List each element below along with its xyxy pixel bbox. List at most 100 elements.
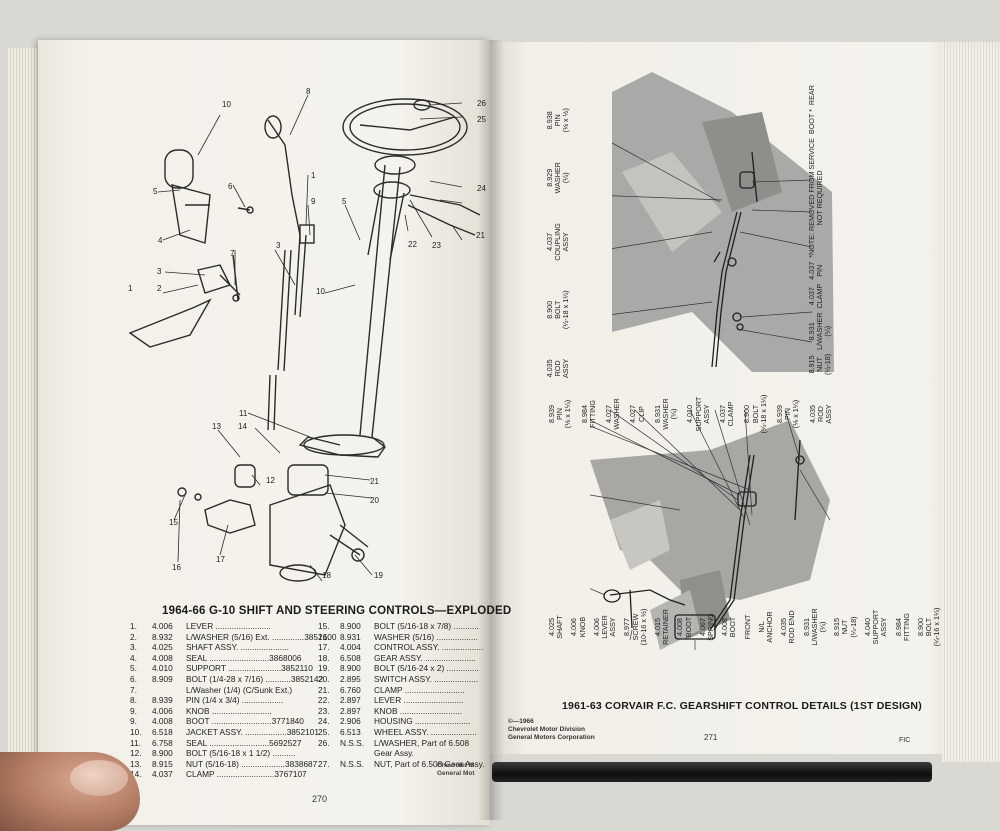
parts-part: 5692527 [269, 737, 302, 748]
parts-num: 10. [130, 726, 142, 737]
parts-pn: 8.900 [340, 621, 361, 631]
part-label-line: BOOT [728, 616, 738, 638]
right-page-title: 1961-63 CORVAIR F.C. GEARSHIFT CONTROL D… [562, 700, 922, 712]
left-page [38, 40, 490, 825]
right-page-number: 271 [704, 733, 718, 742]
parts-pn: 6.760 [340, 684, 361, 695]
callout-1b: 1 [128, 284, 133, 293]
part-label-line: CLAMP [815, 283, 825, 309]
parts-part: 3838687 [284, 758, 318, 769]
parts-pn: 2.897 [340, 705, 361, 716]
part-label-line: (10-16 x ½) [638, 608, 648, 646]
parts-num: 16. [318, 631, 330, 642]
part-label-line: FITTING [587, 400, 597, 428]
parts-part: 3852110 [281, 663, 313, 674]
parts-pn: 8.931 [340, 631, 361, 642]
steering-drawing-svg [128, 94, 481, 582]
parts-pn: 8.900 [152, 748, 173, 759]
parts-row: 26.N.S.S.L/WASHER, Part of 6.508 [318, 738, 485, 749]
callout-19: 19 [374, 571, 383, 580]
parts-num: 22. [318, 695, 330, 706]
parts-desc: SWITCH ASSY. ................... [374, 673, 479, 684]
part-label-line: KNOB [577, 616, 587, 638]
callout-12: 12 [266, 476, 275, 485]
callout-20: 20 [370, 496, 379, 505]
callout-5b: 5 [342, 197, 347, 206]
parts-desc: PIN (1/4 x 3/4) .................. [186, 695, 284, 706]
parts-pn: 8.915 [152, 758, 173, 769]
corner-note-line-2: General Mot [437, 770, 475, 777]
left-page-number: 270 [312, 794, 328, 804]
parts-pn: 2.897 [340, 695, 361, 706]
parts-desc: CONTROL ASSY. .................. [374, 642, 484, 653]
parts-pn: 4.037 [152, 769, 173, 780]
part-label-line: (¼-18) [848, 616, 858, 638]
part-label-line: WASHER [612, 398, 622, 430]
callout-14: 14 [238, 422, 247, 431]
parts-pn: 4.010 [152, 663, 173, 674]
gearshift-upper-drawing [591, 72, 834, 372]
parts-desc: L/WASHER (5/16) Ext. .............. [186, 631, 305, 642]
callout-2: 2 [157, 284, 162, 293]
parts-pn: 8.939 [152, 695, 173, 706]
right-page-edges [942, 42, 1000, 762]
part-label-line: SPRING [706, 613, 716, 641]
parts-num: 20. [318, 673, 330, 684]
parts-desc: LEVER ........................ [186, 621, 271, 631]
callout-21a: 21 [476, 231, 485, 240]
parts-num: 9. [130, 705, 137, 716]
parts-num: 14. [130, 769, 142, 780]
part-label-line: SHAFT [555, 615, 565, 639]
parts-desc: BOLT (5/16-24 x 2) .............. [374, 663, 479, 674]
parts-desc: JACKET ASSY. .................. [186, 726, 287, 737]
callout-10b: 10 [316, 287, 325, 296]
copyright-line-2: Chevrolet Motor Division [508, 726, 585, 733]
parts-num: 18. [318, 652, 330, 663]
copyright-line-3: General Motors Corporation [508, 734, 595, 741]
part-label-line: RETAINER [661, 609, 671, 645]
callout-6: 6 [228, 182, 233, 191]
callout-11: 11 [239, 409, 248, 418]
parts-pn: 4.008 [152, 716, 173, 727]
parts-num: 15. [318, 621, 330, 631]
part-label-line: PIN [815, 264, 825, 277]
parts-num: 11. [130, 737, 141, 748]
parts-pn: 4.006 [152, 621, 173, 631]
parts-pn: 6.518 [152, 726, 173, 737]
part-label-line: (⅛ x 1¼) [563, 399, 573, 429]
part-label-line: FRONT [742, 614, 752, 640]
parts-pn: 4.008 [152, 652, 173, 663]
parts-num: 25. [318, 726, 330, 737]
parts-row: 7.L/Washer (1/4) (C/Sunk Ext.) [130, 685, 337, 696]
part-label-line: FITTING [901, 613, 911, 641]
copyright-line-1: ©—1966 [508, 718, 534, 725]
part-label-line: ASSY [879, 617, 889, 637]
callout-18: 18 [322, 571, 331, 580]
parts-desc: SEAL .......................... [186, 652, 270, 663]
